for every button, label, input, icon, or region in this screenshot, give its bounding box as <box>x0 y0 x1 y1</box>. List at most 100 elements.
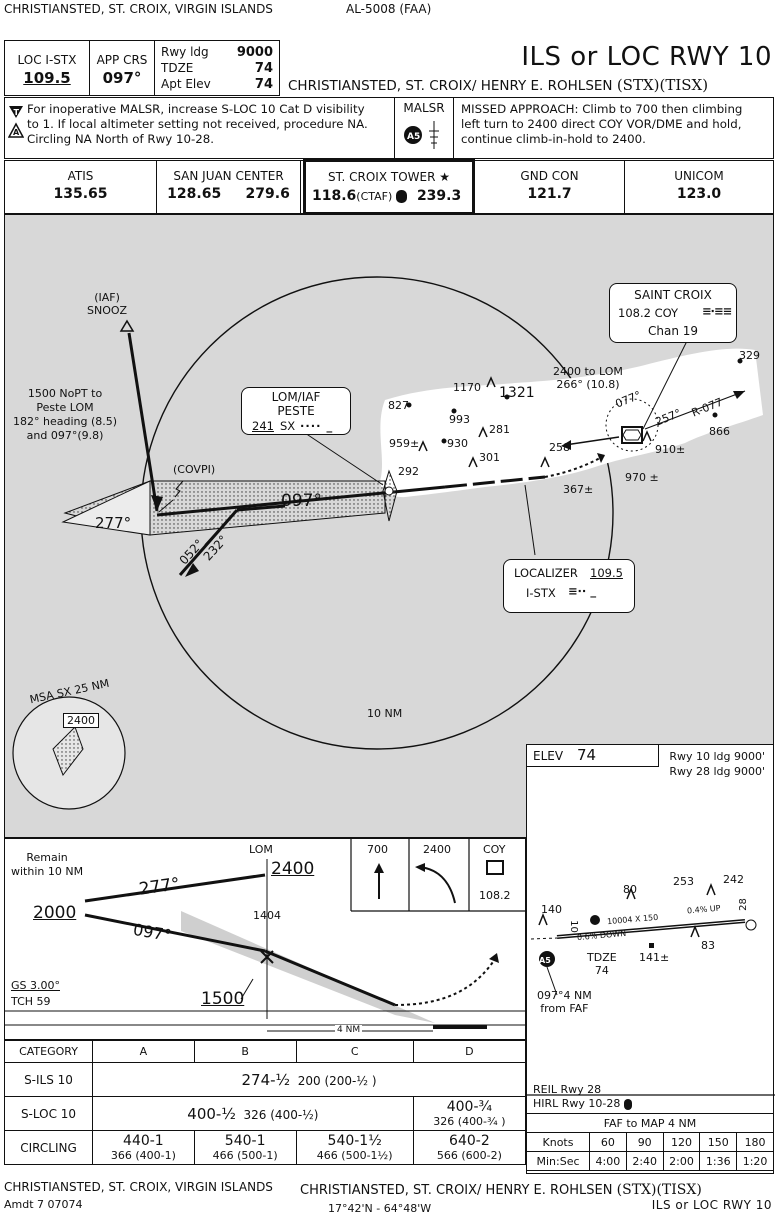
saint-croix-label: SAINT CROIX <box>634 288 712 302</box>
comm-label: UNICOM <box>674 169 724 183</box>
comm-label: SAN JUAN CENTER <box>173 169 284 183</box>
knots-cell: 90 <box>625 1132 664 1152</box>
course-097: 097° <box>281 491 322 511</box>
comm-label: GND CON <box>520 169 579 183</box>
missed-line-3: continue climb-in-hold to 2400. <box>461 132 646 146</box>
ils-main: 274-½ <box>241 1070 291 1089</box>
knots-cell: 120 <box>662 1132 701 1152</box>
loc-abc-main: 400-½ <box>187 1104 236 1123</box>
apt-elev-value: 74 <box>254 77 273 92</box>
svg-text:T: T <box>14 108 20 117</box>
reil-note: REIL Rwy 28 <box>533 1083 602 1096</box>
from-faf-line-1: 097°4 NM <box>537 989 592 1002</box>
comm-freq: 121.7 <box>527 186 572 202</box>
course-277: 277° <box>95 514 132 532</box>
footer-title: ILS or LOC RWY 10 <box>651 1198 772 1212</box>
iaf-triangle <box>119 319 135 332</box>
elev-910: 910± <box>655 443 686 456</box>
nopt-line-1: 1500 NoPT to <box>27 387 103 400</box>
comm-freq: 123.0 <box>676 186 722 202</box>
ht-140: 140 <box>541 903 562 916</box>
pcl-icon <box>396 190 408 203</box>
remain-line-1: Remain <box>26 851 68 864</box>
circ-main: 540-1½ <box>327 1133 382 1149</box>
elev-292: 292 <box>398 465 419 478</box>
airport-ids: (STX)(TISX) <box>616 76 709 94</box>
localizer-label: LOCALIZER <box>514 566 578 580</box>
plan-view: (IAF) SNOOZ 1500 NoPT to Peste LOM 182° … <box>4 214 774 838</box>
circ-sub: 366 (400-1) <box>110 1149 176 1162</box>
loc-abc-sub: 326 (400-½) <box>243 1107 319 1122</box>
tdze-val: 74 <box>594 964 609 977</box>
knots-cell: 180 <box>736 1132 774 1152</box>
comm-unicom: UNICOM 123.0 <box>625 161 773 213</box>
profile-2400: 2400 <box>271 859 315 879</box>
footer-airport-name: CHRISTIANSTED, ST. CROIX/ HENRY E. ROHLS… <box>300 1183 613 1198</box>
peste-callout: LOM/IAF PESTE 241 SX ···· _ <box>241 387 351 435</box>
plan-view-drawing <box>12 276 763 810</box>
app-crs-box: APP CRS 097° <box>89 40 155 96</box>
localizer-freq: 109.5 <box>590 566 623 580</box>
loc-frequency: 109.5 <box>23 69 71 87</box>
snooz-label: SNOOZ <box>87 304 128 317</box>
circ-main: 440-1 <box>123 1133 164 1149</box>
pcl-icon <box>623 1098 632 1110</box>
time-cell: 1:20 <box>736 1151 774 1171</box>
profile-lom: LOM <box>249 843 273 856</box>
tdze-text: TDZE <box>587 951 617 964</box>
lom-2400-note: 2400 to LOM 266° (10.8) <box>553 365 623 391</box>
circ-sub: 466 (500-1½) <box>316 1149 393 1162</box>
elev-866: 866 <box>709 425 730 438</box>
malsr-box: MALSR A5 <box>394 97 454 159</box>
localizer-morse: ≡∙∙ _ <box>568 584 597 598</box>
comm-freq: 128.65 279.6 <box>167 186 290 202</box>
elev-959: 959± <box>389 437 420 450</box>
loc-d-main: 400-¾ <box>446 1099 493 1115</box>
runway-10-number: 10 <box>567 920 579 933</box>
coy-callout: SAINT CROIX 108.2 COY ≡∙≡≡ Chan 19 <box>609 283 737 343</box>
peste-freq: 241 <box>252 419 274 433</box>
glideslope: GS 3.00° <box>11 979 60 992</box>
loc-d-sub: 326 (400-¾ ) <box>433 1115 506 1128</box>
circling-label: CIRCLING <box>4 1130 93 1165</box>
app-crs-value: 097° <box>102 69 142 87</box>
missed-line-2: left turn to 2400 direct COY VOR/DME and… <box>461 117 742 131</box>
tdze-value: 74 <box>254 61 273 76</box>
from-faf-note: 097°4 NM from FAF <box>537 989 592 1015</box>
footer-airport: CHRISTIANSTED, ST. CROIX/ HENRY E. ROHLS… <box>300 1182 702 1198</box>
circ-main: 640-2 <box>449 1133 490 1149</box>
rwy10-ldg: Rwy 10 ldg 9000' <box>669 750 765 763</box>
apt-elev-label: Apt Elev <box>161 77 211 91</box>
lom-2400-line-2: 266° (10.8) <box>556 378 620 391</box>
footer-location: CHRISTIANSTED, ST. CROIX, VIRGIN ISLANDS <box>4 1180 273 1194</box>
elev-993: 993 <box>449 413 470 426</box>
elev-970: 970 ± <box>625 471 659 484</box>
loc-box: LOC I-STX 109.5 <box>4 40 90 96</box>
cat-a: A <box>92 1040 195 1063</box>
ht-141: 141± <box>639 951 670 964</box>
elev-301: 301 <box>479 451 500 464</box>
circ-sub: 566 (600-2) <box>436 1149 502 1162</box>
profile-view: Remain within 10 NM LOM 2400 2000 277° 0… <box>4 838 527 1040</box>
tdze-marker: TDZE 74 <box>587 951 617 977</box>
airport-diagram: ELEV 74 Rwy 10 ldg 9000' Rwy 28 ldg 9000… <box>525 744 775 1174</box>
profile-1500: 1500 <box>201 989 245 1009</box>
nopt-note: 1500 NoPT to Peste LOM 182° heading (8.5… <box>13 387 117 443</box>
comm-tower: ST. CROIX TOWER ★ 118.6(CTAF) 239.3 <box>303 159 475 215</box>
profile-2000: 2000 <box>33 903 77 923</box>
app-crs-label: APP CRS <box>96 53 148 67</box>
elev-367: 367± <box>563 483 594 496</box>
peste-label: PESTE <box>277 404 315 418</box>
circ-main: 540-1 <box>224 1133 266 1149</box>
elev-281: 281 <box>489 423 510 436</box>
notes-strip: T A For inoperative MALSR, increase S-LO… <box>4 97 774 159</box>
footer-airport-ids: (STX)(TISX) <box>616 1182 702 1198</box>
coy-freq: 108.2 COY <box>618 306 679 320</box>
elev-258: 258 <box>549 441 570 454</box>
ils-minimums: 274-½ 200 (200-½ ) <box>92 1062 526 1097</box>
cat-d: D <box>412 1040 527 1063</box>
missed-line-1: MISSED APPROACH: Climb to 700 then climb… <box>461 102 743 116</box>
